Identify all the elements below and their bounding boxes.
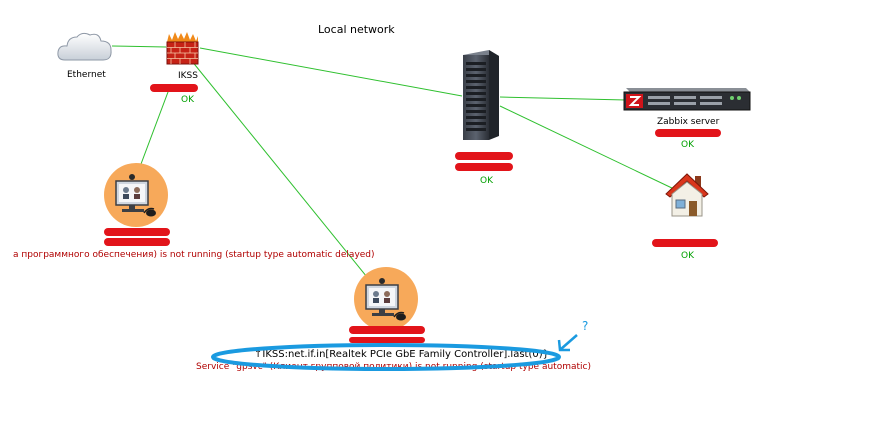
workstation-icon xyxy=(354,267,418,331)
ethernet-label: Ethernet xyxy=(67,70,106,80)
annotation-question-mark: ? xyxy=(582,319,589,333)
node-workstation-left[interactable] xyxy=(104,163,168,227)
node-ikss[interactable] xyxy=(164,32,200,66)
ikss-status: OK xyxy=(181,95,194,105)
node-ethernet[interactable] xyxy=(55,28,115,68)
zabbix-appliance-icon xyxy=(623,88,751,111)
node-house[interactable] xyxy=(664,172,710,218)
ikss-label: IKSS xyxy=(178,71,198,81)
workstation-icon xyxy=(104,163,168,227)
house-status: OK xyxy=(681,251,694,261)
node-server[interactable] xyxy=(459,50,501,142)
link-ikss-workstation-bottom xyxy=(190,59,385,299)
server-status: OK xyxy=(480,176,493,186)
zabbix-label: Zabbix server xyxy=(657,117,720,127)
zabbix-redaction xyxy=(655,129,721,137)
highlight-ellipse xyxy=(211,343,561,371)
cloud-icon xyxy=(57,32,112,61)
link-ikss-server xyxy=(199,47,463,97)
workstation-left-redaction-2 xyxy=(104,238,170,246)
workstation-bottom-redaction xyxy=(349,326,425,334)
ikss-redaction xyxy=(150,84,198,92)
link-server-house xyxy=(499,105,675,190)
link-ethernet-ikss xyxy=(111,45,167,48)
workstation-left-problem[interactable]: а программного обеспечения) is not runni… xyxy=(13,250,375,260)
server-redaction xyxy=(455,152,513,160)
node-workstation-bottom[interactable] xyxy=(354,267,418,331)
workstation-left-redaction xyxy=(104,228,170,236)
workstation-bottom-link-label[interactable]: ↑IKSS:net.if.in[Realtek PCIe GbE Family … xyxy=(254,349,549,360)
arrow-down-left-icon xyxy=(557,334,578,352)
server-redaction-2 xyxy=(455,163,513,171)
workstation-bottom-redaction-2 xyxy=(349,337,425,343)
server-rack-icon xyxy=(463,50,499,140)
node-zabbix[interactable] xyxy=(622,86,752,112)
house-redaction xyxy=(652,239,718,247)
house-icon xyxy=(665,173,709,217)
firewall-icon xyxy=(166,32,199,65)
zabbix-status: OK xyxy=(681,140,694,150)
map-title: Local network xyxy=(318,23,395,36)
link-server-zabbix xyxy=(499,96,627,101)
